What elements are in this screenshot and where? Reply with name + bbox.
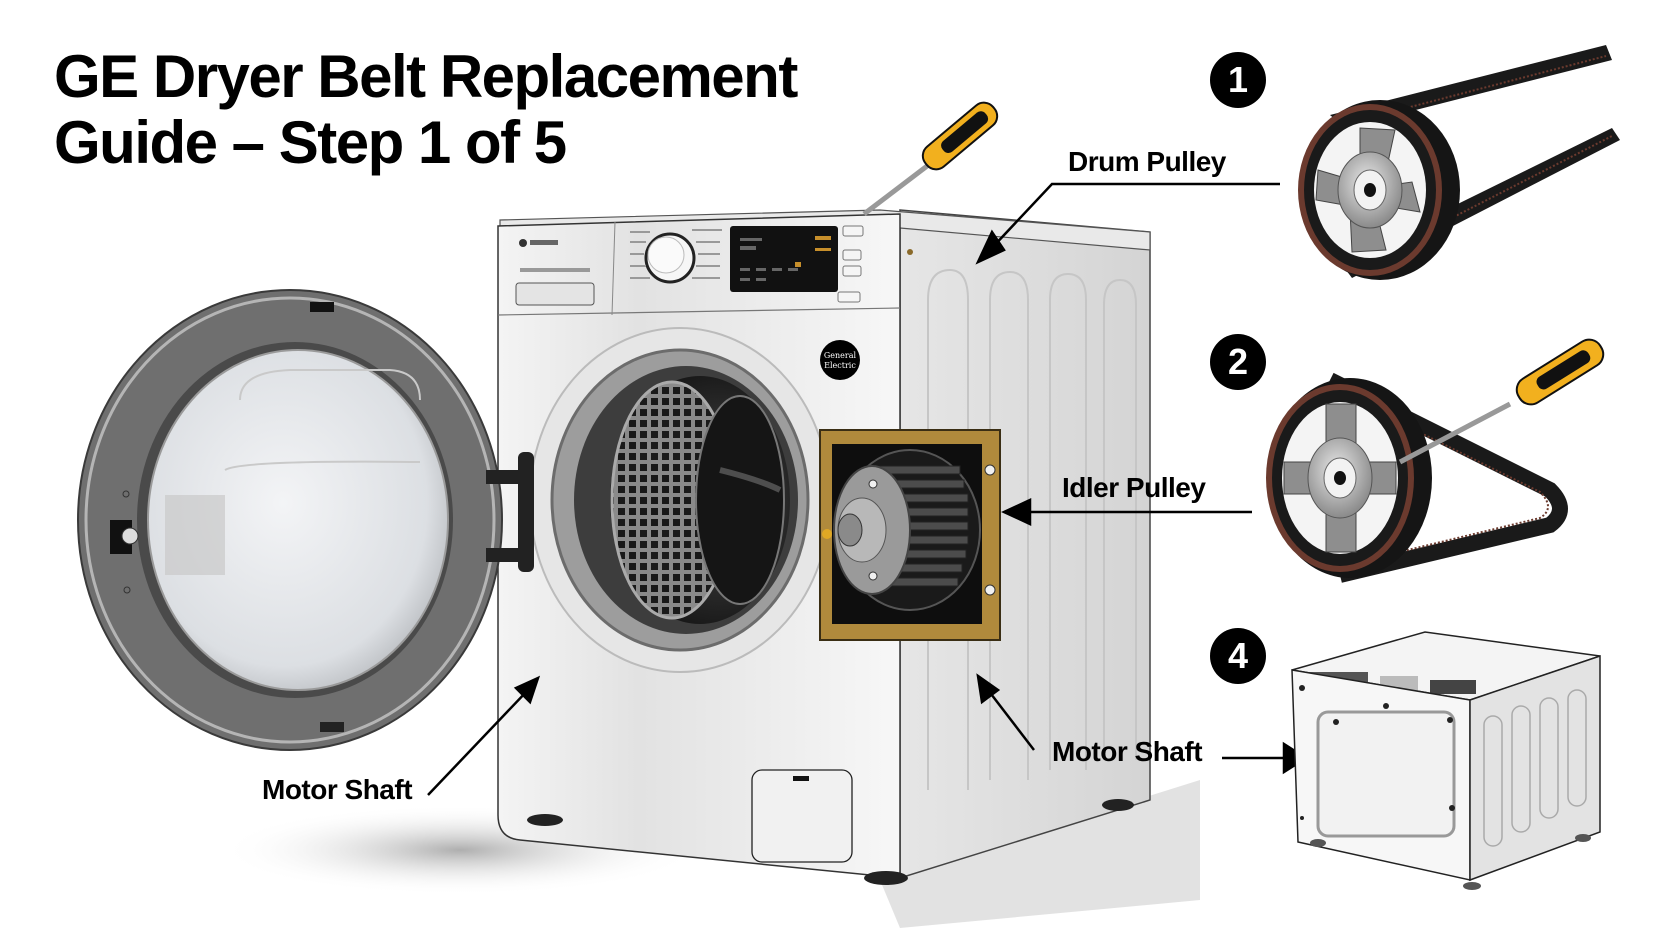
page-title: GE Dryer Belt Replacement Guide – Step 1… bbox=[54, 43, 798, 176]
step4-cabinet-illustration bbox=[1291, 631, 1601, 890]
detergent-drawer bbox=[515, 282, 595, 306]
step2-pulley-illustration bbox=[1266, 338, 1605, 583]
callout-idler-pulley: Idler Pulley bbox=[1062, 472, 1206, 503]
step-badge-1: 1 bbox=[1210, 52, 1266, 108]
title-line-2: Guide – Step 1 of 5 bbox=[54, 109, 567, 176]
logo-text-2: Electric bbox=[824, 361, 856, 370]
door-hinge bbox=[486, 452, 534, 572]
title-line-1: GE Dryer Belt Replacement bbox=[54, 43, 798, 110]
motor-cutaway bbox=[819, 429, 1001, 641]
control-display bbox=[730, 226, 838, 292]
filter-access-panel bbox=[751, 769, 853, 863]
step-badge-2: 2 bbox=[1210, 334, 1266, 390]
step-badge-4: 4 bbox=[1210, 628, 1266, 684]
ge-logo-badge bbox=[820, 340, 860, 380]
dryer-cabinet: General Electric bbox=[497, 209, 1151, 885]
rear-access-panel bbox=[1316, 710, 1456, 838]
open-door bbox=[77, 289, 534, 751]
screwdriver-main bbox=[862, 101, 999, 216]
cabinet-shadow bbox=[880, 780, 1200, 928]
step1-pulley-illustration bbox=[1298, 45, 1620, 280]
callout-arrows bbox=[427, 182, 1309, 796]
callout-drum-pulley: Drum Pulley bbox=[1068, 146, 1226, 177]
logo-text-1: General bbox=[824, 351, 857, 360]
callout-motor-shaft-left: Motor Shaft bbox=[262, 774, 413, 805]
callout-motor-shaft-right: Motor Shaft bbox=[1052, 736, 1203, 767]
